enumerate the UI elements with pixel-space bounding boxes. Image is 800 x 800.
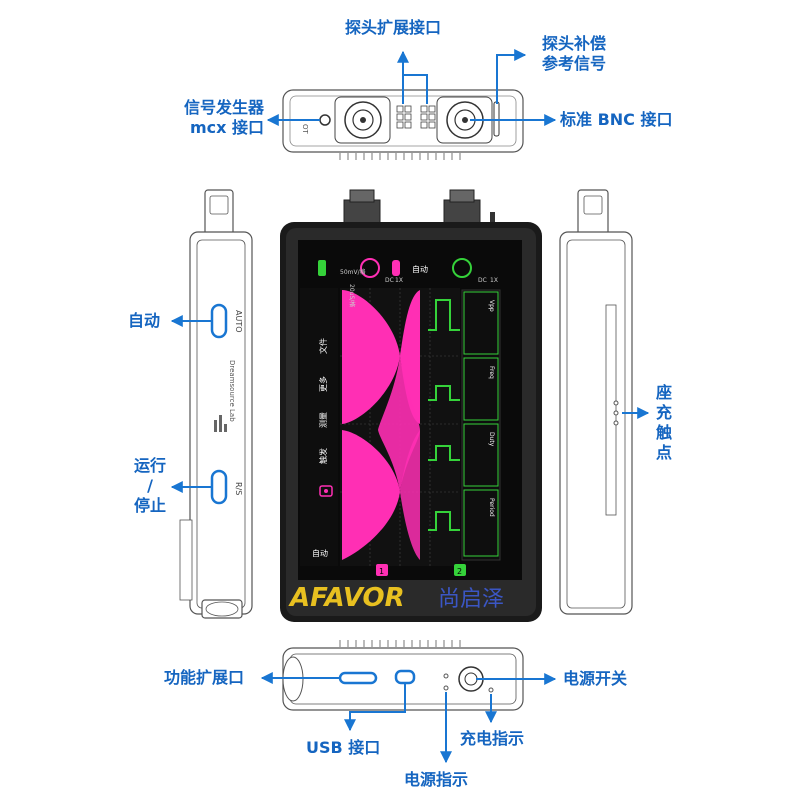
label-dock-line1: 座 bbox=[655, 383, 672, 402]
usb-port-icon bbox=[394, 669, 416, 685]
label-dock-line4: 点 bbox=[655, 443, 672, 462]
label-charge-indicator: 充电指示 bbox=[460, 729, 525, 748]
screen-ch2-probe: 1X bbox=[490, 277, 498, 284]
screen-vdiv: 50mV/格 bbox=[340, 268, 366, 276]
label-function-port: 功能扩展口 bbox=[164, 668, 245, 687]
auto-button-icon bbox=[210, 303, 228, 339]
top-port-out-text: OT bbox=[301, 124, 309, 135]
label-run-line2: / bbox=[147, 476, 153, 495]
screen-menu-more: 更多 bbox=[318, 376, 328, 392]
main-device bbox=[280, 189, 542, 622]
label-probe-comp-line2: 参考信号 bbox=[541, 54, 606, 73]
screen-bottom-mode: 自动 bbox=[312, 548, 328, 558]
screen-ch1-mode: 自动 bbox=[412, 264, 428, 274]
label-siggen-line1: 信号发生器 bbox=[183, 98, 264, 117]
screen-timebase: 20uS/格 bbox=[348, 284, 356, 307]
screen-menu-trigger: 触发 bbox=[318, 448, 328, 464]
screen-ch2-marker: 2 bbox=[457, 567, 462, 576]
screen-menu-file: 文件 bbox=[318, 338, 328, 354]
side-auto-text: AUTO bbox=[234, 310, 243, 333]
side-rs-text: R/S bbox=[234, 482, 243, 495]
screen-measure-2: Duty bbox=[488, 432, 495, 447]
side-brand-text: Dreamsource Lab bbox=[228, 360, 236, 422]
label-usb-port: USB 接口 bbox=[306, 738, 381, 757]
screen-ch1-probe: 1X bbox=[395, 277, 403, 284]
screen-measure-3: Period bbox=[488, 498, 495, 517]
left-side-device bbox=[179, 189, 253, 619]
label-bnc-port: 标准 BNC 接口 bbox=[560, 110, 673, 129]
label-run-line3: 停止 bbox=[133, 496, 166, 515]
label-power-indicator: 电源指示 bbox=[404, 770, 469, 789]
screen-ch2-coupling: DC bbox=[478, 277, 487, 284]
screen-ch1-marker: 1 bbox=[379, 567, 384, 576]
top-view-device bbox=[282, 89, 524, 160]
charge-led-icon bbox=[488, 687, 494, 693]
brand-logo-cn: 尚启泽 bbox=[438, 587, 504, 612]
label-dock-contacts: 座 充 触 点 bbox=[652, 383, 676, 463]
function-port-icon bbox=[338, 671, 378, 685]
screen-menu-measure: 测量 bbox=[319, 412, 328, 428]
screen-measure-1: Freq bbox=[488, 366, 495, 379]
label-probe-expansion-port: 探头扩展接口 bbox=[345, 18, 442, 37]
label-siggen-line2: mcx 接口 bbox=[189, 118, 264, 137]
label-dock-line2: 充 bbox=[655, 403, 672, 422]
run-stop-button-icon bbox=[210, 469, 228, 505]
label-dock-line3: 触 bbox=[655, 423, 672, 442]
dock-contacts-icon bbox=[613, 400, 619, 426]
screen-ch1-coupling: DC bbox=[385, 277, 394, 284]
label-probe-compensation: 探头补偿 参考信号 bbox=[532, 34, 616, 74]
label-power-switch: 电源开关 bbox=[563, 669, 628, 688]
screen-measure-0: Vpp bbox=[488, 300, 495, 312]
label-run-line1: 运行 bbox=[133, 456, 166, 475]
right-side-device bbox=[559, 189, 633, 615]
label-probe-comp-line1: 探头补偿 bbox=[541, 34, 606, 53]
label-run-stop: 运行 / 停止 bbox=[128, 456, 172, 516]
label-signal-generator: 信号发生器 mcx 接口 bbox=[164, 98, 264, 138]
label-auto: 自动 bbox=[128, 311, 161, 330]
mcx-port-icon bbox=[319, 114, 331, 126]
power-led-icon bbox=[443, 673, 449, 679]
brand-logo: AFAVOR bbox=[288, 583, 405, 613]
